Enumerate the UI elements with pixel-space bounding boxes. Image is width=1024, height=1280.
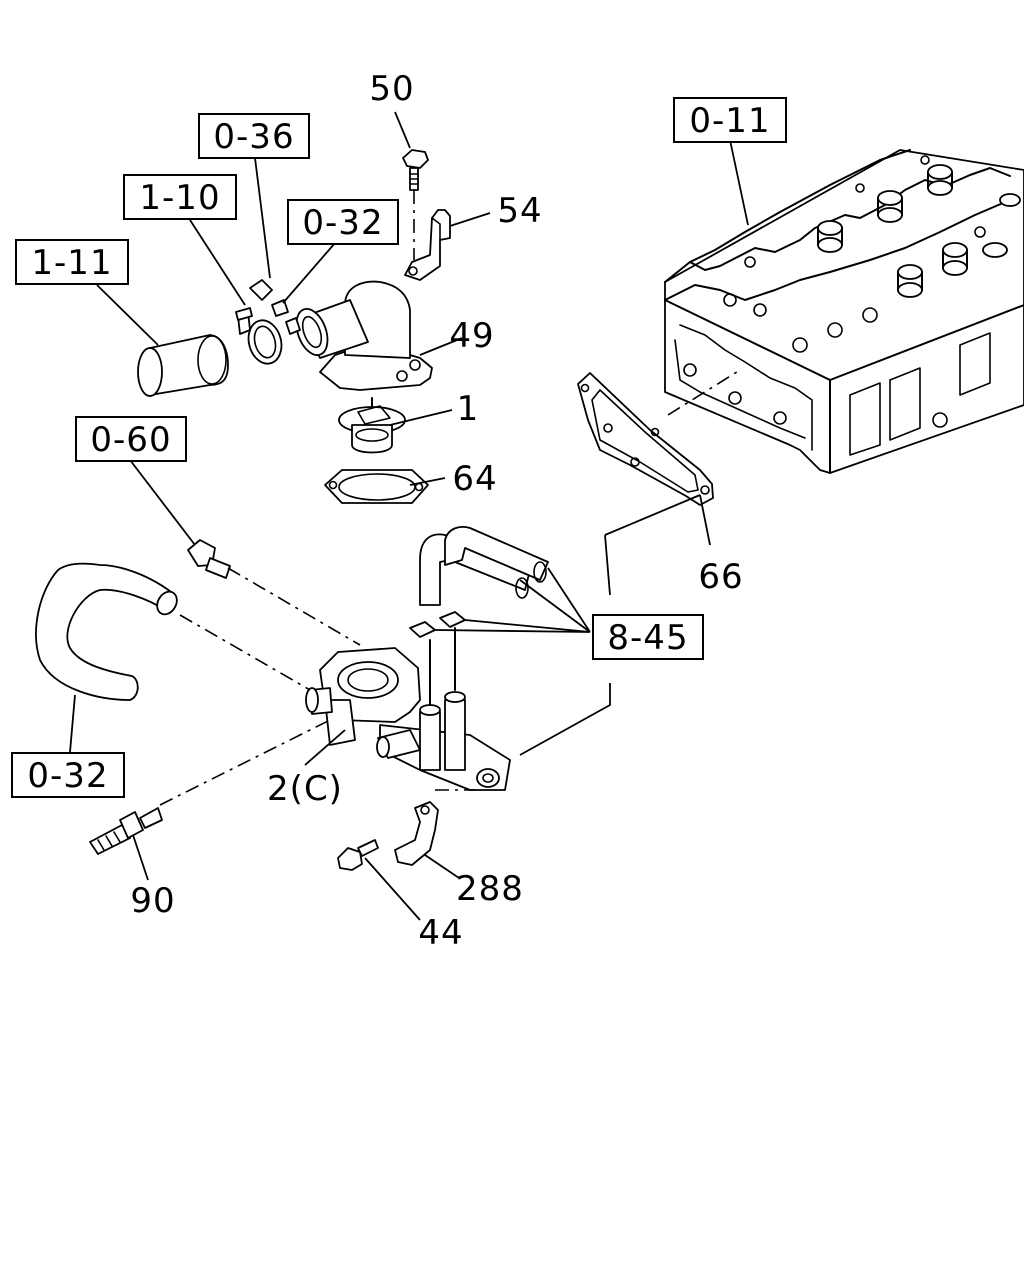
part-90: 90 [130, 881, 175, 921]
clip-288 [394, 801, 439, 866]
leader-lines [69, 111, 749, 921]
gasket-64 [324, 469, 429, 504]
lower-hose [35, 562, 178, 701]
ref-box-8-45: 8-45 [592, 614, 704, 660]
ref-0-36: 0-36 [213, 117, 294, 157]
ref-8-45: 8-45 [607, 618, 688, 658]
upper-hose [137, 334, 229, 397]
ref-0-60: 0-60 [90, 420, 171, 460]
ref-box-0-32-top: 0-32 [287, 199, 399, 245]
ref-0-11: 0-11 [689, 101, 770, 141]
water-outlet-2c [305, 647, 511, 791]
ref-box-0-11: 0-11 [673, 97, 787, 143]
ref-1-11: 1-11 [31, 243, 112, 283]
clip-54 [404, 209, 451, 281]
part-66: 66 [698, 557, 743, 597]
bolt-44 [337, 839, 379, 871]
part-49: 49 [449, 316, 494, 356]
part-1: 1 [457, 389, 480, 429]
ref-0-32-top: 0-32 [302, 203, 383, 243]
part-288: 288 [456, 869, 524, 909]
temp-sensor [187, 539, 231, 579]
ref-box-0-60: 0-60 [75, 416, 187, 462]
part-50: 50 [369, 69, 414, 109]
cylinder-head [664, 149, 1024, 474]
ref-box-1-10: 1-10 [123, 174, 237, 220]
thermostat-cover [295, 280, 433, 391]
stud-90 [89, 807, 163, 855]
thermostat-1 [338, 397, 406, 454]
assembly-lines [159, 190, 741, 806]
part-2c: 2(C) [267, 769, 343, 809]
ref-box-0-32-bottom: 0-32 [11, 752, 125, 798]
bypass-pipes [409, 526, 549, 706]
part-44: 44 [418, 913, 463, 953]
part-64: 64 [452, 459, 497, 499]
ref-0-32-bottom: 0-32 [27, 756, 108, 796]
small-pipe [249, 279, 301, 335]
ref-box-0-36: 0-36 [198, 113, 310, 159]
bolt-50 [402, 149, 429, 191]
hose-clamp [235, 307, 283, 365]
gasket-66 [577, 372, 714, 506]
part-54: 54 [497, 191, 542, 231]
ref-box-1-11: 1-11 [15, 239, 129, 285]
ref-1-10: 1-10 [139, 178, 220, 218]
